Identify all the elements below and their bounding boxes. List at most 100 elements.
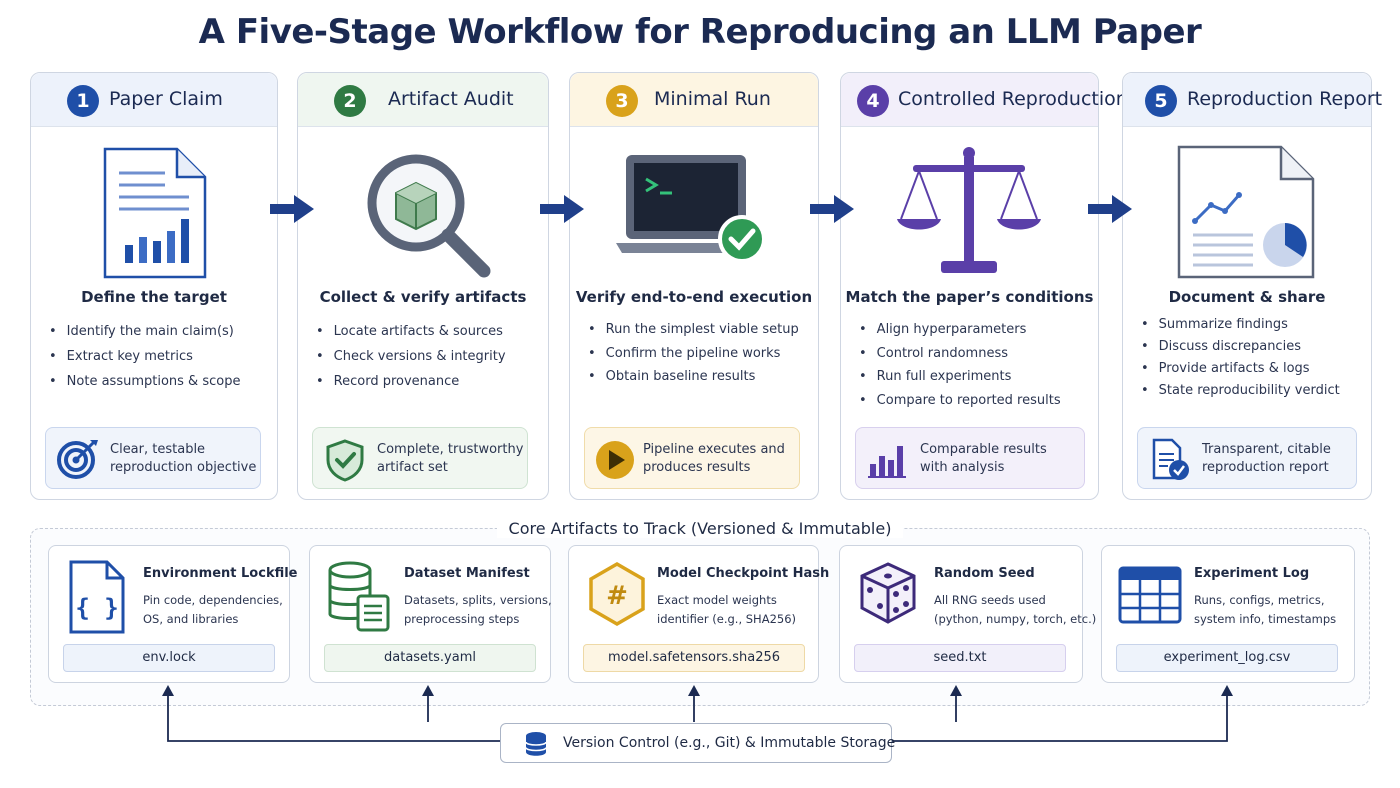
artifact-title: Model Checkpoint Hash (657, 566, 830, 581)
artifact-filename: experiment_log.csv (1116, 644, 1338, 672)
stage-header: 3 Minimal Run (570, 73, 818, 127)
artifact-filename: seed.txt (854, 644, 1066, 672)
arrow-right-icon (540, 195, 584, 223)
table-grid-icon (1118, 566, 1182, 624)
stage-header: 4 Controlled Reproduction (841, 73, 1128, 127)
stage-5-card: 5 Reproduction Report Document & share S… (1122, 72, 1382, 500)
report-chart-icon (1177, 145, 1315, 279)
hash-hexagon-icon: # (589, 561, 645, 627)
list-item: Provide artifacts & logs (1141, 358, 1361, 380)
artifact-description: Datasets, splits, versions,preprocessing… (404, 593, 552, 626)
artifact-card-dataset-manifest: Dataset Manifest Datasets, splits, versi… (309, 545, 552, 683)
artifact-description: Pin code, dependencies,OS, and libraries (143, 593, 283, 626)
stage-subtitle: Match the paper’s conditions (845, 288, 1094, 306)
stage-header: 5 Reproduction Report (1123, 73, 1382, 127)
list-item: Record provenance (316, 369, 536, 394)
stage-outcome-text: Comparable results with analysis (920, 442, 1047, 475)
list-item: Run full experiments (859, 365, 1079, 389)
stage-3-card: 3 Minimal Run Verify end-to-end executio… (569, 72, 819, 500)
artifact-filename: datasets.yaml (324, 644, 536, 672)
arrow-right-icon (1088, 195, 1132, 223)
stage-header: 1 Paper Claim (31, 73, 277, 127)
target-icon (57, 440, 98, 479)
stage-outcome-text: Transparent, citable reproduction report (1202, 442, 1331, 475)
stage-title: Controlled Reproduction (898, 88, 1128, 110)
stage-outcome-text: Pipeline executes and produces results (643, 442, 785, 475)
play-icon (596, 441, 634, 479)
version-control-storage-box: Version Control (e.g., Git) & Immutable … (500, 723, 896, 763)
artifact-title: Experiment Log (1194, 566, 1310, 581)
stage-title: Paper Claim (109, 88, 223, 110)
list-item: Identify the main claim(s) (49, 319, 269, 344)
diagram-title: A Five-Stage Workflow for Reproducing an… (198, 12, 1202, 52)
artifact-filename: model.safetensors.sha256 (583, 644, 805, 672)
artifact-filename: env.lock (63, 644, 275, 672)
list-item: Compare to reported results (859, 389, 1079, 413)
stage-outcome: Comparable results with analysis (855, 427, 1085, 489)
stage-4-card: 4 Controlled Reproduction Match the pape… (840, 72, 1128, 500)
list-item: Discuss discrepancies (1141, 336, 1361, 358)
stage-number-badge: 3 (606, 85, 638, 117)
arrow-right-icon (270, 195, 314, 223)
stage-outcome-text: Clear, testable reproduction objective (110, 442, 257, 475)
laptop-terminal-icon (616, 155, 764, 263)
artifact-card-environment-lockfile: { } Environment Lockfile Pin code, depen… (48, 545, 298, 683)
stage-title: Artifact Audit (388, 88, 514, 110)
stage-1-card: 1 Paper Claim Define the target Identify… (30, 72, 278, 500)
artifacts-title: Core Artifacts to Track (Versioned & Imm… (0, 519, 1400, 538)
list-item: Align hyperparameters (859, 318, 1079, 342)
artifact-card-model-checkpoint-hash: # Model Checkpoint Hash Exact model weig… (568, 545, 829, 683)
storage-label: Version Control (e.g., Git) & Immutable … (563, 735, 896, 751)
stage-outcome: Transparent, citable reproduction report (1137, 427, 1357, 489)
list-item: State reproducibility verdict (1141, 380, 1361, 402)
stage-outcome: Clear, testable reproduction objective (45, 427, 261, 489)
code-file-icon: { } (69, 560, 125, 634)
stage-subtitle: Document & share (1168, 288, 1326, 306)
stage-outcome-text: Complete, trustworthy artifact set (377, 442, 524, 475)
stage-title: Reproduction Report (1187, 88, 1383, 110)
database-icon (525, 732, 547, 756)
list-item: Confirm the pipeline works (588, 342, 808, 366)
document-chart-icon (103, 147, 207, 279)
stage-2-card: 2 Artifact Audit Collect & verify artifa… (297, 72, 549, 500)
stage-bullet-list: Summarize findings Discuss discrepancies… (1141, 314, 1361, 402)
stage-number-badge: 2 (334, 85, 366, 117)
stage-subtitle: Collect & verify artifacts (319, 288, 527, 306)
stage-outcome: Complete, trustworthy artifact set (312, 427, 528, 489)
list-item: Run the simplest viable setup (588, 318, 808, 342)
list-item: Summarize findings (1141, 314, 1361, 336)
stage-number-badge: 1 (67, 85, 99, 117)
artifact-description: All RNG seeds used(python, numpy, torch,… (934, 593, 1097, 626)
svg-text:{ }: { } (75, 594, 118, 622)
bar-chart-icon (868, 446, 906, 478)
document-check-icon (1152, 438, 1189, 480)
list-item: Locate artifacts & sources (316, 319, 536, 344)
dice-icon (860, 562, 916, 624)
stage-bullet-list: Run the simplest viable setup Confirm th… (588, 318, 808, 389)
arrow-right-icon (810, 195, 854, 223)
balance-scale-icon (897, 147, 1041, 273)
magnifier-box-icon (367, 154, 491, 278)
shield-check-icon (326, 439, 364, 482)
svg-text:#: # (606, 581, 628, 611)
artifact-card-random-seed: Random Seed All RNG seeds used(python, n… (839, 545, 1097, 683)
stage-subtitle: Verify end-to-end execution (575, 288, 813, 306)
artifact-title: Environment Lockfile (143, 566, 298, 581)
stage-subtitle: Define the target (81, 288, 227, 306)
stage-bullet-list: Align hyperparameters Control randomness… (859, 318, 1079, 412)
database-list-icon (328, 561, 390, 632)
artifact-card-experiment-log: Experiment Log Runs, configs, metrics,sy… (1101, 545, 1355, 683)
artifact-title: Dataset Manifest (404, 566, 530, 581)
stage-title: Minimal Run (654, 88, 771, 110)
list-item: Obtain baseline results (588, 365, 808, 389)
artifact-title: Random Seed (934, 566, 1035, 581)
stage-number-badge: 4 (857, 85, 889, 117)
stage-bullet-list: Identify the main claim(s) Extract key m… (49, 319, 269, 394)
artifact-description: Runs, configs, metrics,system info, time… (1194, 593, 1337, 626)
stage-number-badge: 5 (1145, 85, 1177, 117)
list-item: Note assumptions & scope (49, 369, 269, 394)
list-item: Extract key metrics (49, 344, 269, 369)
list-item: Control randomness (859, 342, 1079, 366)
stage-header: 2 Artifact Audit (298, 73, 548, 127)
